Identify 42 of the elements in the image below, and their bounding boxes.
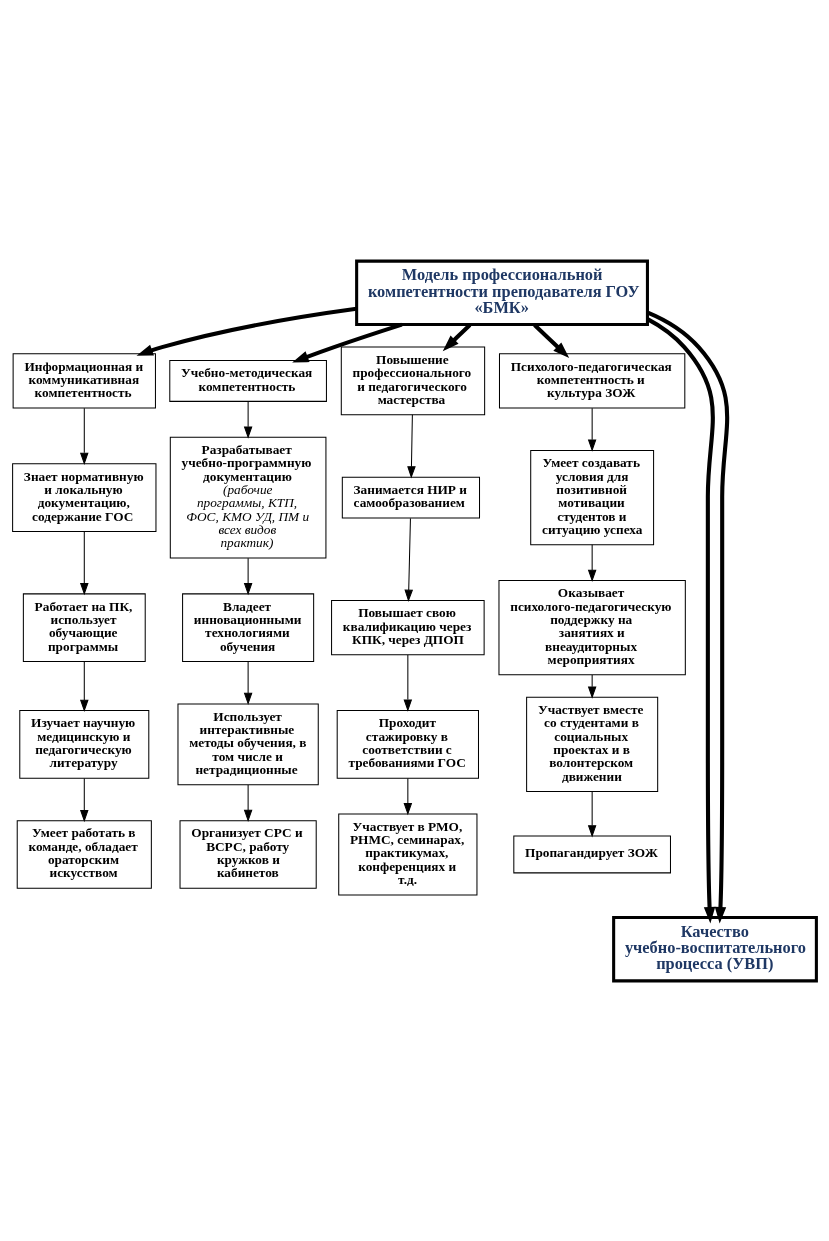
node-box: Организует СРС и ВСРС, работу кружков и кабинетов	[179, 819, 317, 889]
arrow	[243, 400, 253, 439]
node-box: Изучает научную медицинскую и педагогическую литературу	[19, 709, 150, 779]
node-box: Качество учебно-воспитательного процесса (УВП)	[612, 915, 818, 982]
node-box: Использует интерактивные методы обучения, в том числе и нетрадиционные	[177, 702, 319, 785]
node-box: Психолого-педагогическая компетентность и культура ЗОЖ	[498, 352, 686, 409]
node-box: Разрабатывает учебно-программную документацию (рабочие программы, КТП, ФОС, КМО УД, ПМ и всех видов практик)	[169, 436, 327, 559]
arrow	[404, 517, 414, 602]
arrow	[243, 784, 253, 822]
arrow	[407, 413, 416, 479]
arrow	[442, 322, 472, 351]
node-box: Владеет инновационными технологиями обучения	[182, 592, 315, 662]
node-box: Модель профессиональной компетентности преподавателя ГОУ «БМК»	[355, 259, 649, 326]
node-box: Знает нормативную и локальную документацию, содержание ГОС	[12, 462, 157, 532]
arrow	[587, 790, 597, 837]
arrow	[243, 557, 253, 595]
node-box: Проходит стажировку в соответствии с требованиями ГОС	[336, 709, 479, 779]
node-box: Занимается НИР и самообразованием	[341, 476, 481, 519]
node-box: Участвует вместе со студентами в социальных проектах и в волонтерском движении	[526, 696, 659, 792]
node-box: Работает на ПК, использует обучающие программы	[22, 592, 146, 662]
node-box: Оказывает психолого-педагогическую поддержку на занятиях и внеаудиторных мероприятиях	[498, 579, 686, 675]
node-box: Участвует в РМО, РНМС, семинарах, практикумах, конференциях и т.д.	[338, 813, 478, 895]
arrow	[587, 407, 597, 452]
node-box: Умеет работать в команде, обладает ораторским искусством	[16, 819, 152, 889]
node-box: Пропагандирует ЗОЖ	[513, 835, 671, 873]
node-box: Повышает свою квалификацию через КПК, через ДПОП	[331, 599, 485, 655]
arrow	[136, 306, 357, 356]
node-box: Учебно-методическая компетентность	[169, 359, 327, 402]
arrow	[80, 660, 89, 712]
node-box: Информационная и коммуникативная компетентность	[12, 352, 156, 409]
arrow	[403, 777, 413, 815]
node-box: Повышение профессионального и педагогического мастерства	[340, 346, 486, 415]
arrow	[646, 316, 716, 923]
arrow	[587, 674, 597, 699]
arrow	[243, 660, 253, 705]
arrow	[646, 310, 730, 923]
arrow	[403, 654, 413, 712]
node-box: Умеет создавать условия для позитивной мотивации студентов и ситуацию успеха	[530, 449, 655, 545]
arrow	[80, 407, 89, 465]
arrow	[80, 530, 89, 595]
arrow	[587, 543, 597, 582]
arrow	[80, 777, 89, 822]
